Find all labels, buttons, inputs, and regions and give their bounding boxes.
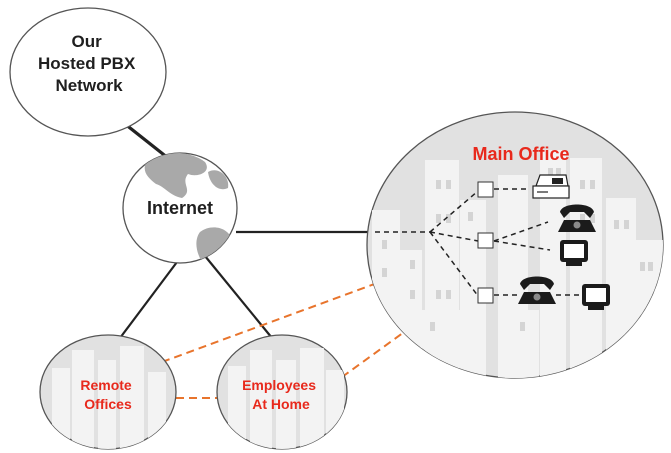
main-office-bubble: Main Office bbox=[366, 111, 664, 379]
internet-label: Internet bbox=[147, 198, 213, 218]
telephone-icon bbox=[558, 204, 596, 232]
remote-label-line-2: Offices bbox=[84, 396, 132, 412]
employees-label-line-2: At Home bbox=[252, 396, 310, 412]
svg-text:Employees At Home: Employees At Home bbox=[242, 377, 320, 412]
building-windows bbox=[382, 168, 653, 331]
fax-machine-icon bbox=[532, 174, 570, 199]
main-office-label: Main Office bbox=[472, 144, 569, 164]
svg-text:Our Hosted PBX Net: Our Hosted PBX Network bbox=[38, 32, 140, 95]
network-node-icon bbox=[477, 181, 494, 304]
monitor-icon bbox=[582, 284, 610, 310]
employees-label-line-1: Employees bbox=[242, 377, 316, 393]
pbx-label-line-3: Network bbox=[55, 76, 123, 95]
employees-at-home-bubble: Employees At Home bbox=[216, 334, 348, 450]
pbx-label-line-2: Hosted PBX bbox=[38, 54, 136, 73]
internet-bubble: Internet bbox=[122, 152, 238, 264]
telephone-icon bbox=[518, 276, 556, 304]
monitor-icon bbox=[560, 240, 588, 266]
remote-offices-bubble: Remote Offices bbox=[39, 334, 177, 450]
internet-to-employees-link bbox=[204, 255, 273, 339]
internet-to-remote-offices-link bbox=[119, 257, 181, 339]
hosted-pbx-bubble: Our Hosted PBX Network bbox=[9, 7, 167, 137]
svg-text:Remote Offices: Remote Offices bbox=[80, 377, 135, 412]
pbx-label-line-1: Our bbox=[72, 32, 103, 51]
remote-label-line-1: Remote bbox=[80, 377, 132, 393]
solid-links bbox=[119, 118, 375, 339]
internal-network bbox=[375, 188, 580, 297]
